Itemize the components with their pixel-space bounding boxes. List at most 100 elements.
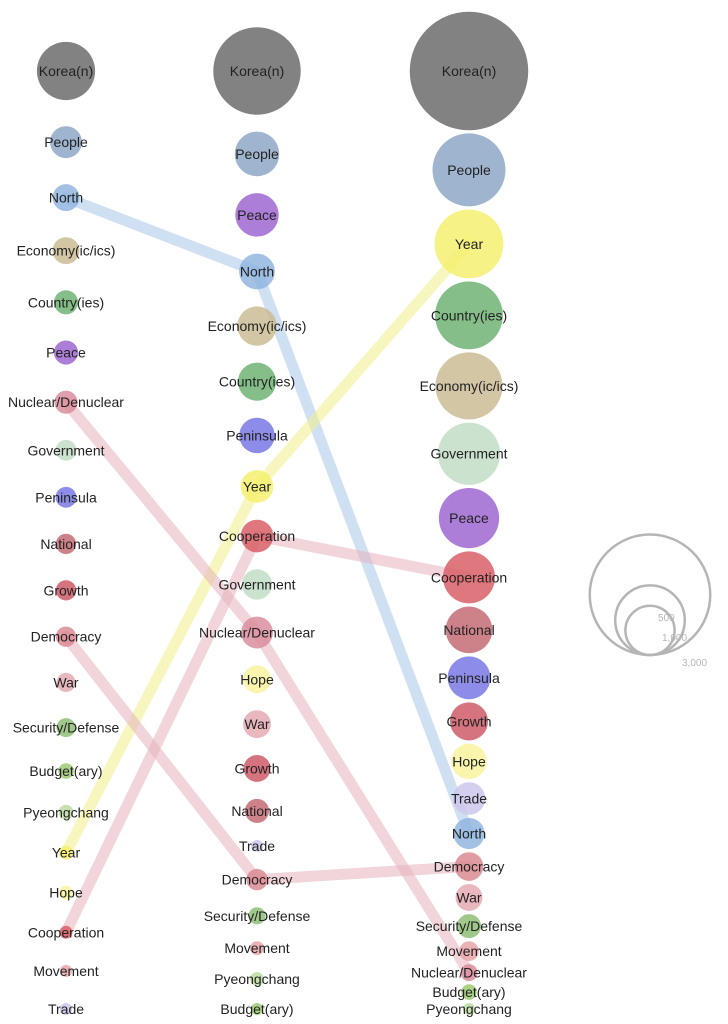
label-col3-people: People [447, 162, 491, 178]
bubble-col3-hope [451, 743, 487, 780]
bubble-col1-government [55, 439, 77, 461]
label-col2-growth: Growth [234, 760, 279, 776]
bubble-col3-trade [452, 782, 486, 815]
label-col1-pyeongchang: Pyeongchang [23, 804, 109, 820]
label-col1-economy-ic-ics: Economy(ic/ics) [17, 243, 116, 259]
bubble-col3-year [434, 209, 504, 279]
label-col2-democracy: Democracy [222, 872, 293, 888]
label-col2-war: War [244, 716, 269, 732]
bubble-col2-movement [250, 941, 264, 956]
label-col1-government: Government [27, 442, 104, 458]
bubble-col3-national [445, 606, 493, 654]
bubble-col3-economy-ic-ics [435, 352, 503, 420]
label-col2-korea-n: Korea(n) [230, 63, 284, 79]
label-col2-people: People [235, 146, 279, 162]
size-legend-label-500: 500 [658, 613, 675, 624]
label-col2-movement: Movement [224, 940, 289, 956]
bubble-col2-democracy [246, 868, 268, 891]
bubble-col2-pyeongchang [250, 972, 264, 987]
label-col2-country-ies: Country(ies) [219, 374, 295, 390]
label-col3-movement: Movement [436, 943, 501, 959]
bubble-col1-korea-n [36, 41, 96, 101]
bubble-col2-growth [243, 754, 271, 782]
label-col1-nuclear-denuclear: Nuclear/Denuclear [8, 394, 124, 410]
label-col2-pyeongchang: Pyeongchang [214, 971, 300, 987]
bubble-col1-movement [60, 964, 72, 977]
bubble-col1-hope [59, 885, 73, 900]
label-col1-war: War [53, 674, 78, 690]
bubble-col3-cooperation [442, 551, 496, 604]
bubble-col1-north [52, 184, 80, 212]
bubble-col1-democracy [55, 626, 77, 647]
bubble-col3-peace [438, 487, 500, 549]
bubble-col2-north [239, 253, 275, 290]
bubble-col3-democracy [454, 852, 484, 881]
label-col3-war: War [456, 889, 481, 905]
label-col2-north: North [240, 263, 274, 279]
size-legend-circle-3-000 [588, 533, 712, 657]
label-col3-peninsula: Peninsula [438, 670, 500, 686]
bubble-col1-peace [53, 340, 79, 365]
bubble-col3-country-ies [435, 281, 503, 350]
label-col2-hope: Hope [240, 671, 274, 687]
label-col3-pyeongchang: Pyeongchang [426, 1001, 512, 1017]
label-col1-budget-ary: Budget(ary) [29, 763, 102, 779]
label-col1-movement: Movement [33, 963, 98, 979]
label-col2-cooperation: Cooperation [219, 528, 295, 544]
bubble-col1-budget-ary [58, 763, 74, 779]
bubble-col3-war [455, 884, 483, 911]
label-col3-government: Government [430, 446, 507, 462]
label-col3-north: North [452, 826, 486, 842]
label-col2-security-defense: Security/Defense [204, 908, 311, 924]
size-legend-label-1-000: 1,000 [662, 633, 687, 644]
bubble-col2-hope [243, 665, 271, 694]
bubble-col1-growth [55, 580, 77, 601]
bubble-col1-nuclear-denuclear [54, 390, 78, 414]
label-col1-growth: Growth [43, 582, 88, 598]
bubble-col2-people [234, 131, 280, 177]
bubble-col3-growth [449, 702, 489, 741]
bubble-col2-national [244, 798, 270, 823]
bubble-col2-country-ies [237, 362, 277, 401]
bubble-col1-trade [60, 1003, 72, 1015]
label-col3-hope: Hope [452, 753, 486, 769]
bubble-col2-war [243, 710, 271, 739]
bubble-col2-korea-n [213, 27, 301, 115]
size-legend-label-3-000: 3,000 [682, 658, 707, 669]
label-col2-peninsula: Peninsula [226, 427, 288, 443]
label-col3-trade: Trade [451, 791, 487, 807]
bubble-col3-north [453, 817, 485, 850]
label-col1-country-ies: Country(ies) [28, 294, 104, 310]
bubble-col2-cooperation [240, 519, 274, 553]
label-col1-people: People [44, 134, 88, 150]
bubble-col3-peninsula [447, 656, 491, 700]
label-col1-national: National [40, 536, 91, 552]
bubble-col1-national [55, 533, 77, 555]
label-col2-peace: Peace [237, 207, 277, 223]
bubble-col3-people [432, 133, 506, 207]
bubble-col2-year [240, 470, 274, 503]
bubble-col2-peninsula [239, 417, 275, 454]
bubble-col2-security-defense [248, 907, 266, 925]
label-col1-cooperation: Cooperation [28, 924, 104, 940]
label-col3-security-defense: Security/Defense [416, 918, 523, 934]
label-col3-country-ies: Country(ies) [431, 307, 507, 323]
label-col3-national: National [443, 622, 494, 638]
bubble-col3-movement [459, 941, 479, 961]
bubble-col1-people [50, 126, 82, 159]
bubble-col1-country-ies [53, 290, 79, 315]
label-col1-democracy: Democracy [31, 629, 102, 645]
bubble-col3-security-defense [456, 914, 482, 939]
bubble-col3-government [437, 422, 501, 485]
label-col2-national: National [231, 803, 282, 819]
bubble-col1-cooperation [59, 925, 73, 939]
label-col1-year: Year [52, 845, 81, 861]
label-col2-budget-ary: Budget(ary) [220, 1001, 293, 1017]
label-col3-democracy: Democracy [434, 859, 505, 875]
bubble-col2-nuclear-denuclear [241, 616, 273, 649]
label-col2-nuclear-denuclear: Nuclear/Denuclear [199, 625, 315, 641]
bubble-col3-korea-n [409, 11, 529, 131]
bubble-col2-trade [251, 839, 263, 852]
label-col1-peace: Peace [46, 345, 86, 361]
